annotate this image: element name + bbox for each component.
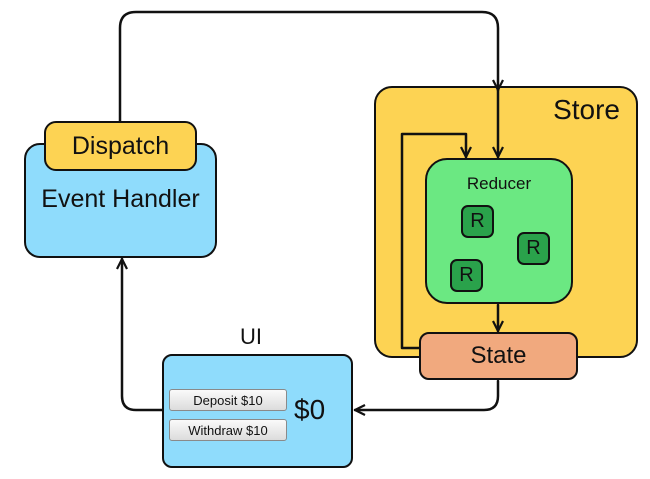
state-box: State xyxy=(419,332,578,380)
dispatch-label: Dispatch xyxy=(71,131,170,160)
deposit-button[interactable]: Deposit $10 xyxy=(169,389,287,411)
reducer-chip: R xyxy=(461,205,494,238)
arrow-state-to-ui xyxy=(353,379,500,410)
balance-amount: $0 xyxy=(294,394,326,425)
dispatch-box: Dispatch xyxy=(44,121,197,171)
reducer-title: Reducer xyxy=(466,174,532,193)
reducer-box: Reducer R R R xyxy=(425,158,573,304)
store-title: Store xyxy=(553,94,620,125)
withdraw-button[interactable]: Withdraw $10 xyxy=(169,419,287,441)
reducer-chip: R xyxy=(450,259,483,292)
state-label: State xyxy=(470,342,527,369)
arrow-ui-to-event-handler xyxy=(122,257,164,412)
ui-title: UI xyxy=(240,324,262,349)
event-handler-label: Event Handler xyxy=(41,185,200,213)
ui-panel: Deposit $10 Withdraw $10 $0 xyxy=(162,354,353,468)
reducer-chip: R xyxy=(517,232,550,265)
